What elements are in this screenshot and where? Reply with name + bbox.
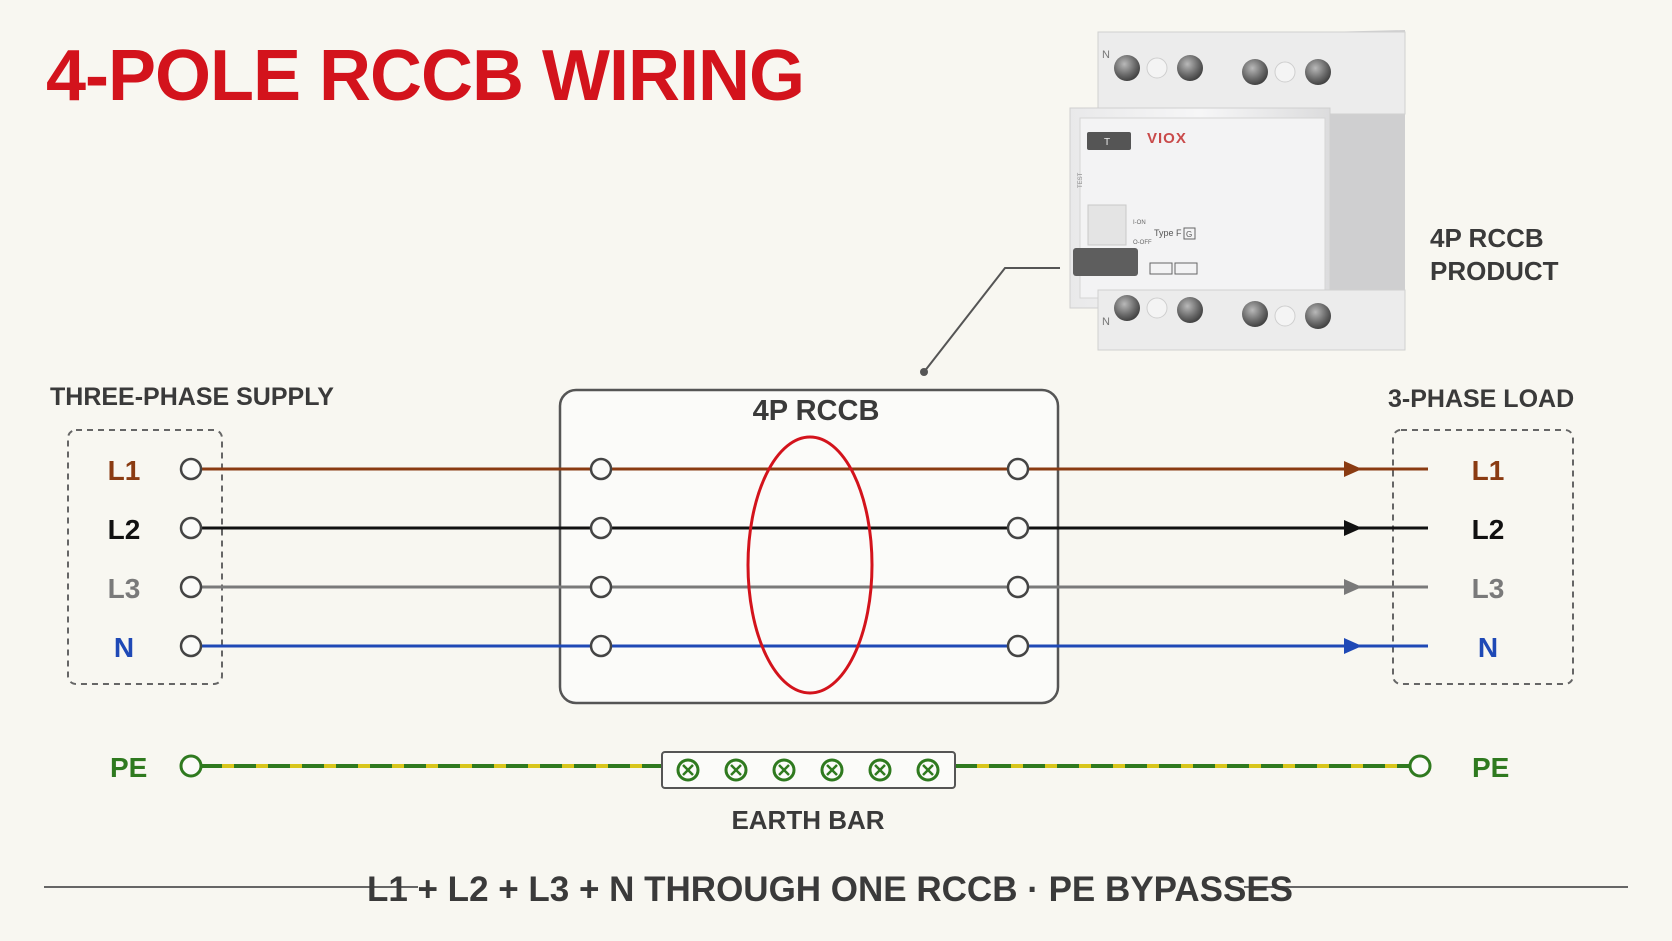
terminal-l2-rccb-out [1006,516,1030,540]
earth-bar-terminals [676,758,940,782]
pe-right-label: PE [1472,752,1509,783]
load-label-l3: L3 [1472,573,1505,604]
earth-terminal-2 [724,758,748,782]
arrow-l1 [1344,461,1362,477]
product-callout [920,267,1060,376]
arrow-l2 [1344,520,1362,536]
product-test-button-label: T [1104,137,1110,148]
supply-label-l1: L1 [108,455,141,486]
load-label-l1: L1 [1472,455,1505,486]
supply-label-l2: L2 [108,514,141,545]
arrow-l3 [1344,579,1362,595]
earth-terminal-4 [820,758,844,782]
product-type-badge: G [1186,230,1192,239]
rccb-product-image: N N T TEST VIOX I-ON O-OFF Type F G [1069,30,1406,351]
pe-conductor [179,754,1432,778]
earth-terminal-1 [676,758,700,782]
load-label-n: N [1478,632,1498,663]
supply-label: THREE-PHASE SUPPLY [50,383,334,411]
terminal-l3-supply [179,575,203,599]
terminal-n-supply [179,634,203,658]
earth-terminal-3 [772,758,796,782]
product-on-label: I-ON [1133,220,1146,226]
bottom-terminal-screws [1114,295,1331,329]
product-n-bottom: N [1102,316,1110,328]
product-off-label: O-OFF [1133,240,1152,246]
rccb-label: 4P RCCB [753,395,880,427]
product-test-button [1087,132,1131,150]
product-test-label: TEST [1078,172,1084,188]
product-type-label: Type F [1154,228,1182,238]
load-box [1392,429,1574,685]
product-toggle-lever [1073,248,1138,276]
terminal-l2-rccb-in [589,516,613,540]
top-terminal-screws [1114,55,1331,85]
earth-terminal-5 [868,758,892,782]
arrow-n [1344,638,1362,654]
earth-terminal-6 [916,758,940,782]
terminal-n-rccb-in [589,634,613,658]
pe-left-label: PE [110,752,147,783]
supply-label-n: N [114,632,134,663]
product-callout-line1: 4P RCCB [1430,223,1544,253]
product-brand: VIOX [1147,130,1187,147]
terminal-l2-supply [179,516,203,540]
product-n-top: N [1102,49,1110,61]
load-label-l2: L2 [1472,514,1505,545]
load-label: 3-PHASE LOAD [1388,385,1574,413]
terminal-l1-rccb-out [1006,457,1030,481]
earth-bar [661,751,956,789]
footer-caption: L1 + L2 + L3 + N THROUGH ONE RCCB · PE B… [367,870,1293,909]
earth-bar-label: EARTH BAR [731,805,884,835]
current-sensing-ring [746,435,874,695]
supply-label-l3: L3 [108,573,141,604]
terminal-l1-rccb-in [589,457,613,481]
page-title: 4-POLE RCCB WIRING [46,36,804,116]
product-callout-line2: PRODUCT [1430,256,1559,286]
supply-box [67,429,223,685]
terminal-l3-rccb-in [589,575,613,599]
terminal-l1-supply [179,457,203,481]
terminal-l3-rccb-out [1006,575,1030,599]
terminal-n-rccb-out [1006,634,1030,658]
